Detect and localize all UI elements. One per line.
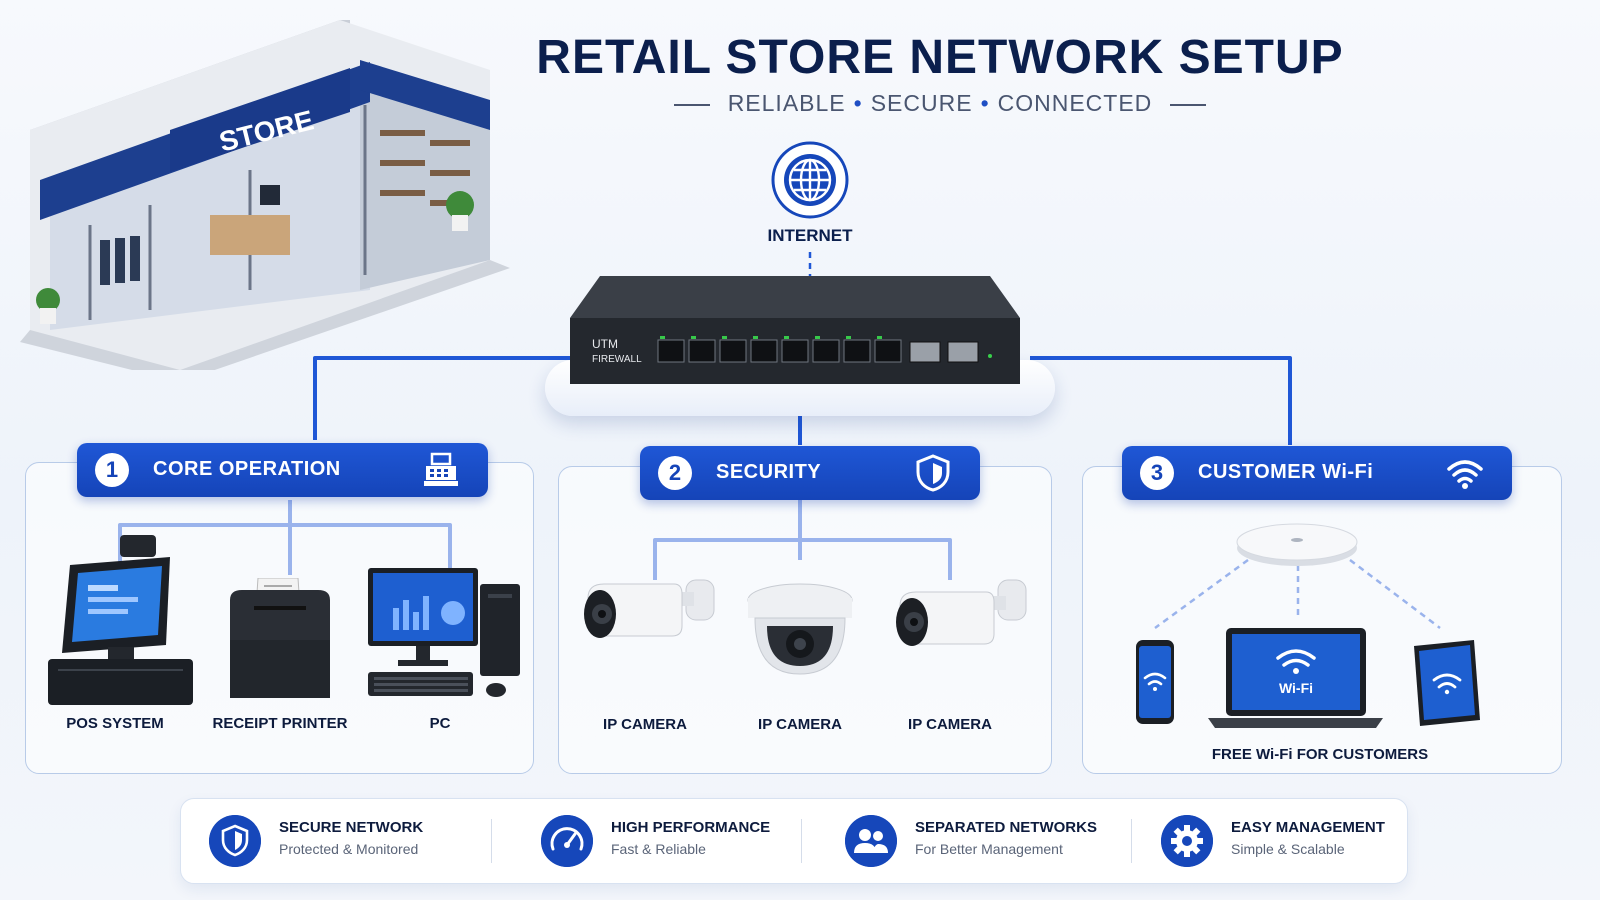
wifi-icon (1447, 460, 1483, 489)
subtitle-rule-right (1170, 103, 1207, 106)
firewall-label-line1: UTM (592, 337, 618, 351)
subtitle-word-1: RELIABLE (727, 90, 846, 116)
ethernet-port (657, 339, 685, 363)
connector-firewall-to-wifi (1030, 356, 1292, 445)
tablet-icon (1414, 640, 1480, 726)
feature-subtitle: Protected & Monitored (279, 841, 419, 857)
page-subtitle: RELIABLE • SECURE • CONNECTED (0, 90, 1600, 117)
subtitle-bullet: • (980, 90, 990, 116)
ethernet-port (812, 339, 840, 363)
section-title: CUSTOMER Wi-Fi (1198, 461, 1374, 483)
pos-terminal-icon (48, 535, 193, 705)
port-led (660, 336, 665, 339)
laptop-screen-label: Wi-Fi (1279, 680, 1313, 696)
cash-register-icon (424, 452, 458, 486)
dome-camera-icon (747, 583, 853, 675)
store-illustration: STORE (20, 20, 510, 370)
device-label-pos: POS SYSTEM (66, 715, 164, 732)
feature-subtitle: Simple & Scalable (1231, 841, 1345, 857)
smartphone-icon (1136, 640, 1174, 724)
connector-firewall-to-core (313, 356, 570, 440)
receipt-printer-icon (230, 578, 330, 698)
sfp-port (909, 341, 941, 363)
port-led (846, 336, 851, 339)
speedometer-icon (541, 815, 593, 867)
device-label-pc: PC (429, 715, 451, 732)
feature-title: SEPARATED NETWORKS (915, 819, 1097, 836)
port-led (691, 336, 696, 339)
port-led (877, 336, 882, 339)
port-led (815, 336, 820, 339)
ethernet-port (719, 339, 747, 363)
subtitle-bullet: • (853, 90, 863, 116)
port-led (753, 336, 758, 339)
section-core-operation-header: 1 CORE OPERATION (77, 443, 488, 497)
feature-title: EASY MANAGEMENT (1231, 819, 1385, 836)
ethernet-port (781, 339, 809, 363)
feature-subtitle: For Better Management (915, 841, 1063, 857)
page-title: RETAIL STORE NETWORK SETUP (536, 31, 1344, 84)
ethernet-port (843, 339, 871, 363)
status-led (988, 354, 992, 358)
laptop-icon: Wi-Fi (1208, 628, 1383, 728)
gear-icon (1161, 815, 1213, 867)
section-title: CORE OPERATION (153, 458, 341, 480)
subtitle-rule-left (673, 103, 710, 106)
feature-title: HIGH PERFORMANCE (611, 819, 771, 836)
ethernet-port (874, 339, 902, 363)
feature-divider (801, 819, 802, 863)
device-label-receipt-printer: RECEIPT PRINTER (212, 715, 348, 732)
ethernet-ports (657, 336, 902, 363)
device-label-ip-camera-3: IP CAMERA (908, 716, 992, 733)
bullet-camera-icon (584, 579, 715, 638)
internet-label: INTERNET (767, 226, 853, 245)
shield-icon (209, 815, 261, 867)
desktop-pc-icon (368, 568, 520, 697)
feature-subtitle: Fast & Reliable (611, 841, 706, 857)
feature-divider (1131, 819, 1132, 863)
section-number: 1 (95, 453, 129, 487)
firewall-label-line2: FIREWALL (592, 354, 642, 365)
section-security-header: 2 SECURITY (640, 446, 980, 500)
section-number: 3 (1140, 456, 1174, 490)
globe-icon (771, 141, 849, 219)
users-icon (845, 815, 897, 867)
ethernet-port (688, 339, 716, 363)
firewall-device: UTM FIREWALL (570, 276, 1020, 384)
section-wifi-header: 3 CUSTOMER Wi-Fi (1122, 446, 1512, 500)
shield-icon (916, 454, 950, 492)
port-led (722, 336, 727, 339)
access-point-icon (1236, 523, 1358, 566)
sfp-port (947, 341, 979, 363)
device-label-ip-camera-1: IP CAMERA (603, 716, 687, 733)
wifi-footer-label: FREE Wi-Fi FOR CUSTOMERS (1211, 746, 1429, 763)
subtitle-word-2: SECURE (870, 90, 973, 116)
bullet-camera-icon (896, 579, 1027, 646)
feature-title: SECURE NETWORK (279, 819, 424, 836)
section-number: 2 (658, 456, 692, 490)
port-led (784, 336, 789, 339)
subtitle-word-3: CONNECTED (997, 90, 1153, 116)
ethernet-port (750, 339, 778, 363)
device-label-ip-camera-2: IP CAMERA (758, 716, 842, 733)
feature-bar: SECURE NETWORK Protected & Monitored HIG… (180, 798, 1408, 884)
section-title: SECURITY (716, 461, 822, 483)
feature-divider (491, 819, 492, 863)
